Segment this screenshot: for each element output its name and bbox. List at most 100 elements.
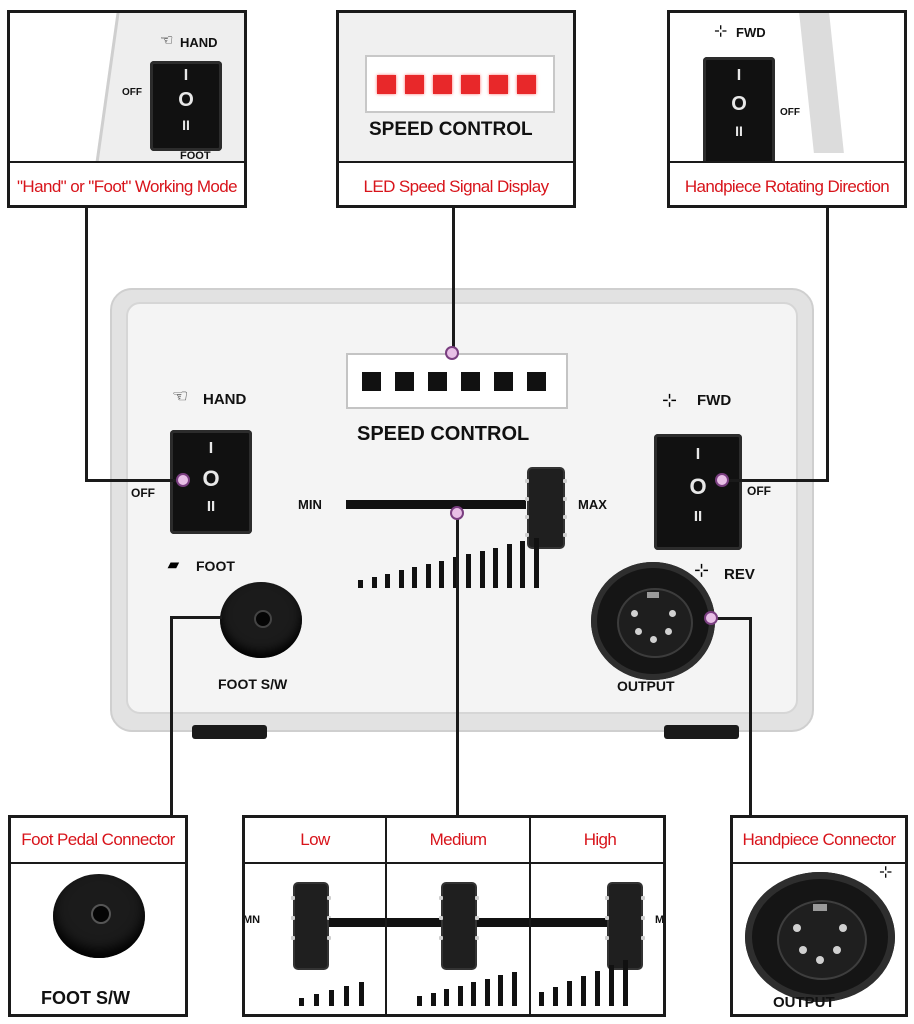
speed-level-bar <box>506 544 512 588</box>
speed-level-bar <box>430 992 436 1006</box>
led-segment <box>527 372 546 391</box>
panel-rev-label: REV <box>724 566 755 583</box>
led-marker <box>445 346 459 360</box>
direction-zoom-rocker: I O II <box>703 57 775 165</box>
speed-level-bar <box>479 550 485 588</box>
speed-level-high: High <box>583 830 617 849</box>
speed-level-bar <box>457 985 463 1006</box>
panel-hand-label: HAND <box>203 391 247 408</box>
panel-off-label-right: OFF <box>747 484 771 498</box>
speed-level-bar <box>359 982 364 1006</box>
speed-level-bar <box>444 989 449 1006</box>
led-segment <box>428 372 447 391</box>
device-foot-left <box>192 725 267 739</box>
rotation-fwd-icon: ⊹ <box>714 23 728 40</box>
led-segment <box>395 372 414 391</box>
foot-switch-socket[interactable] <box>220 582 302 658</box>
direction-caption: Handpiece Rotating Direction <box>684 177 890 196</box>
led-segment <box>377 75 396 94</box>
speed-level-bar <box>471 982 476 1006</box>
foot-pedal-zoom-label: FOOT S/W <box>41 988 130 1008</box>
speed-level-bar <box>520 541 525 588</box>
speed-slider-track <box>346 500 526 509</box>
low-knob <box>291 882 331 970</box>
high-level-bars <box>539 958 635 1006</box>
hand-icon: ☜ <box>172 386 189 406</box>
direction-marker <box>715 473 729 487</box>
foot-pedal-caption-bar: Foot Pedal Connector <box>11 818 185 864</box>
foot-pedal-callout: Foot Pedal Connector FOOT S/W <box>8 815 188 1017</box>
speed-control-label: SPEED CONTROL <box>357 423 530 445</box>
speed-level-medium: Medium <box>429 830 487 849</box>
medium-level-bars <box>417 968 529 1006</box>
foot-pedal-socket-zoom <box>53 874 145 958</box>
speed-level-bar <box>329 990 334 1006</box>
speed-level-low: Low <box>300 830 330 849</box>
speed-slider-knob[interactable] <box>525 467 567 549</box>
speed-divider-1 <box>385 818 387 1014</box>
speed-level-bars <box>358 536 558 588</box>
speed-level-bar <box>358 580 363 588</box>
handpiece-socket-zoom <box>745 872 895 1002</box>
speed-level-bar <box>417 996 422 1006</box>
led-segment <box>433 75 452 94</box>
mode-connector-v <box>85 206 88 482</box>
speed-levels-callout: Low Medium High MN M <box>242 815 666 1017</box>
direction-connector-v <box>826 206 829 482</box>
speed-level-bar <box>595 970 600 1006</box>
speed-level-bar <box>539 992 544 1006</box>
led-segment <box>489 75 508 94</box>
hand-icon: ☜ <box>160 32 174 49</box>
output-connector-h <box>712 617 752 620</box>
speed-level-bar <box>493 547 498 588</box>
speed-level-bar <box>553 986 558 1006</box>
speed-level-bar <box>466 554 471 588</box>
led-display-row <box>362 372 552 394</box>
led-zoom-frame <box>365 55 555 113</box>
speed-level-bar <box>623 960 628 1006</box>
speed-level-bar <box>581 976 586 1006</box>
mode-zoom-rocker: I O II <box>150 61 222 151</box>
led-segment <box>461 75 480 94</box>
speed-level-bar <box>511 972 517 1006</box>
led-segment <box>494 372 513 391</box>
speed-level-bar <box>412 567 417 588</box>
direction-connector-h <box>724 479 829 482</box>
led-segment <box>362 372 381 391</box>
speed-level-bar <box>567 981 572 1006</box>
led-segment <box>405 75 424 94</box>
foot-pedal-caption: Foot Pedal Connector <box>21 830 175 849</box>
output-connector-v <box>749 617 752 817</box>
led-caption-bar: LED Speed Signal Display <box>339 161 573 205</box>
medium-knob <box>439 882 479 970</box>
panel-fwd-label: FWD <box>697 392 732 409</box>
device-foot-right <box>664 725 739 739</box>
rotation-fwd-icon: ⊹ <box>662 390 678 410</box>
panel-foot-label: FOOT <box>196 558 235 574</box>
slider-max-label: MAX <box>578 497 607 512</box>
speed-level-bar <box>452 557 458 588</box>
direction-zoom-off-label: OFF <box>780 107 800 118</box>
mode-caption: "Hand" or "Foot" Working Mode <box>17 177 238 196</box>
mode-callout: HAND ☜ OFF I O II FOOT "Hand" or "Foot" … <box>7 10 247 208</box>
foot-connector-v <box>170 616 173 816</box>
output-socket[interactable] <box>591 562 715 680</box>
speed-divider-2 <box>529 818 531 1014</box>
direction-rocker-switch[interactable]: I O II <box>654 434 742 550</box>
led-segment <box>517 75 536 94</box>
led-connector-v <box>452 206 455 352</box>
direction-device-edge <box>798 13 844 153</box>
mode-zoom-hand-label: HAND <box>180 35 218 50</box>
speed-level-bar <box>398 570 404 588</box>
panel-foot-sw-label: FOOT S/W <box>218 676 288 692</box>
led-caption: LED Speed Signal Display <box>363 177 550 196</box>
led-display-frame <box>346 353 568 409</box>
low-track <box>329 918 385 927</box>
output-marker <box>704 611 718 625</box>
speed-level-bar <box>299 998 304 1006</box>
direction-callout: ⊹ FWD I O II OFF Handpiece Rotating Dire… <box>667 10 907 208</box>
led-zoom-speed-label: SPEED CONTROL <box>369 119 533 140</box>
speed-level-bar <box>385 573 390 588</box>
foot-pedal-icon: ▰ <box>168 556 179 572</box>
panel-output-label: OUTPUT <box>617 678 675 694</box>
